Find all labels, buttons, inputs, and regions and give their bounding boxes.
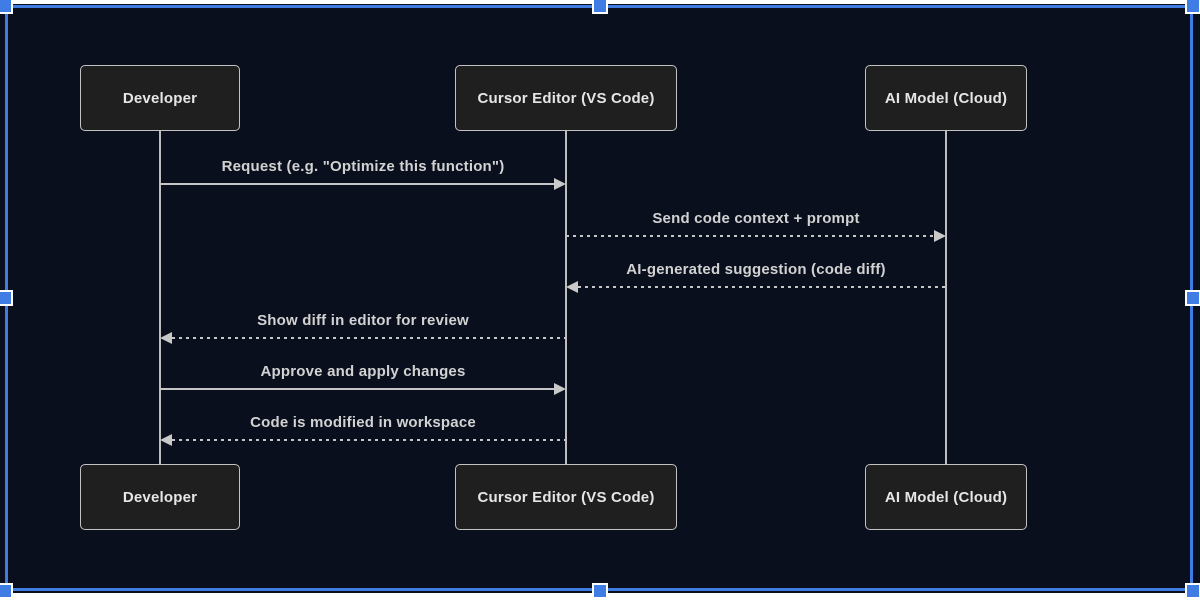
actor-box-ai-model-bottom: AI Model (Cloud) [865, 464, 1027, 530]
selection-handle-middle-left[interactable] [0, 290, 13, 306]
selection-handle-top-right[interactable] [1185, 0, 1200, 14]
message-line-6 [172, 439, 566, 441]
selection-handle-top-center[interactable] [592, 0, 608, 14]
lifeline-ai-model [945, 131, 947, 464]
message-label-4: Show diff in editor for review [257, 312, 469, 329]
selection-handle-middle-right[interactable] [1185, 290, 1200, 306]
message-arrowhead-3 [566, 281, 578, 293]
message-label-1: Request (e.g. "Optimize this function") [221, 158, 505, 175]
selection-handle-bottom-center[interactable] [592, 583, 608, 599]
message-arrowhead-1 [554, 178, 566, 190]
message-arrowhead-6 [160, 434, 172, 446]
message-label-6: Code is modified in workspace [250, 414, 476, 431]
actor-box-developer-bottom: Developer [80, 464, 240, 530]
message-line-3 [578, 286, 946, 288]
message-arrowhead-2 [934, 230, 946, 242]
message-arrowhead-4 [160, 332, 172, 344]
selection-handle-top-left[interactable] [0, 0, 13, 14]
actor-box-developer-top: Developer [80, 65, 240, 131]
message-label-2: Send code context + prompt [652, 210, 860, 227]
message-line-5 [160, 388, 554, 390]
lifeline-cursor-editor [565, 131, 567, 464]
actor-box-cursor-editor-bottom: Cursor Editor (VS Code) [455, 464, 677, 530]
message-line-1 [160, 183, 554, 185]
message-arrowhead-5 [554, 383, 566, 395]
selection-handle-bottom-right[interactable] [1185, 583, 1200, 599]
message-line-2 [566, 235, 934, 237]
selection-handle-bottom-left[interactable] [0, 583, 13, 599]
lifeline-developer [159, 131, 161, 464]
message-line-4 [172, 337, 566, 339]
message-label-3: AI-generated suggestion (code diff) [626, 261, 886, 278]
message-label-5: Approve and apply changes [260, 363, 466, 380]
actor-box-ai-model-top: AI Model (Cloud) [865, 65, 1027, 131]
actor-box-cursor-editor-top: Cursor Editor (VS Code) [455, 65, 677, 131]
